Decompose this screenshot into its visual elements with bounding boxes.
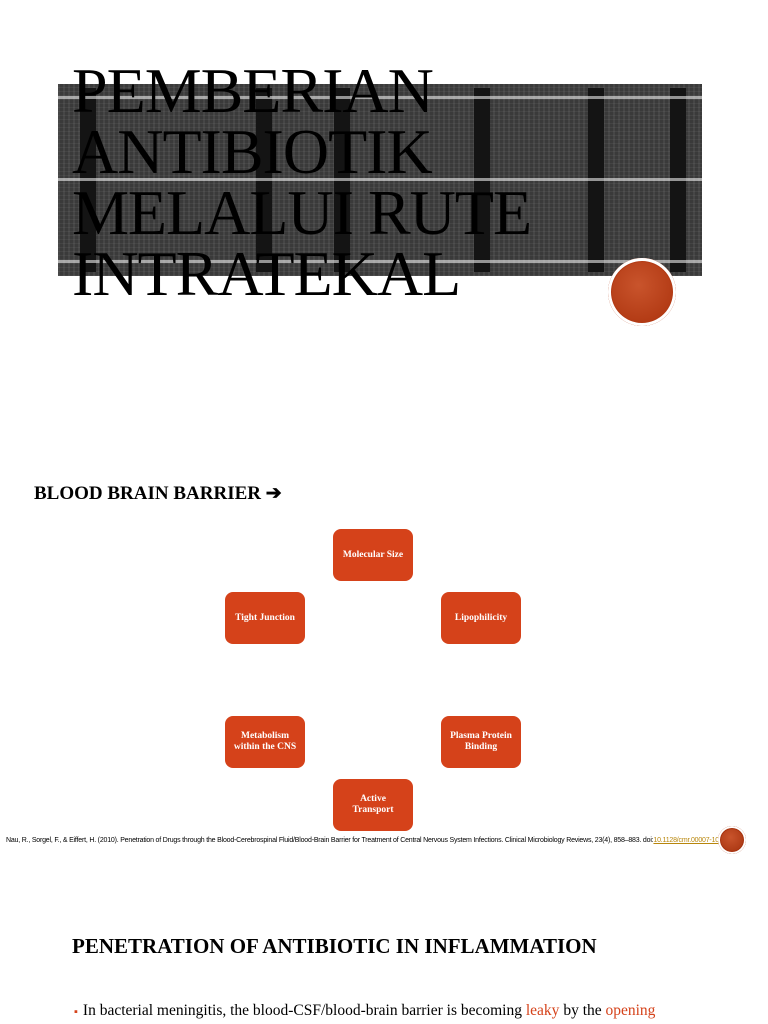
bullet-text-2: by the <box>559 1002 606 1019</box>
title-texture-band <box>58 84 702 276</box>
node-plasma-protein-binding: Plasma Protein Binding <box>441 716 521 768</box>
doi-link[interactable]: 10.1128/cmr.00007-10 <box>653 837 719 844</box>
title-slide: PEMBERIAN ANTIBIOTIK MELALUI RUTE INTRAT… <box>0 0 768 430</box>
reference-text: Nau, R., Sorgel, F., & Eiffert, H. (2010… <box>6 837 654 844</box>
bullet-square-icon: ▪ <box>74 1006 78 1018</box>
node-metabolism-within-cns: Metabolism within the CNS <box>225 716 305 768</box>
slide-title: PEMBERIAN ANTIBIOTIK MELALUI RUTE INTRAT… <box>72 55 532 309</box>
bullet-highlight-leaky: leaky <box>525 1002 560 1019</box>
node-lipophilicity: Lipophilicity <box>441 592 521 644</box>
penetration-heading: PENETRATION OF ANTIBIOTIC IN INFLAMMATIO… <box>72 934 597 958</box>
title-decoration-circle <box>608 258 676 326</box>
bullet-item: ▪ In bacterial meningitis, the blood-CSF/… <box>74 1000 714 1023</box>
blood-brain-barrier-heading: BLOOD BRAIN BARRIER ➔ <box>34 483 282 504</box>
reference-citation: Nau, R., Sorgel, F., & Eiffert, H. (2010… <box>6 836 746 846</box>
node-tight-junction: Tight Junction <box>225 592 305 644</box>
node-molecular-size: Molecular Size <box>333 529 413 581</box>
node-active-transport: Active Transport <box>333 779 413 831</box>
bullet-text-1: In bacterial meningitis, the blood-CSF/b… <box>82 1002 526 1019</box>
bullet-highlight-opening: opening <box>605 1002 656 1019</box>
reference-decoration-circle <box>718 826 746 854</box>
